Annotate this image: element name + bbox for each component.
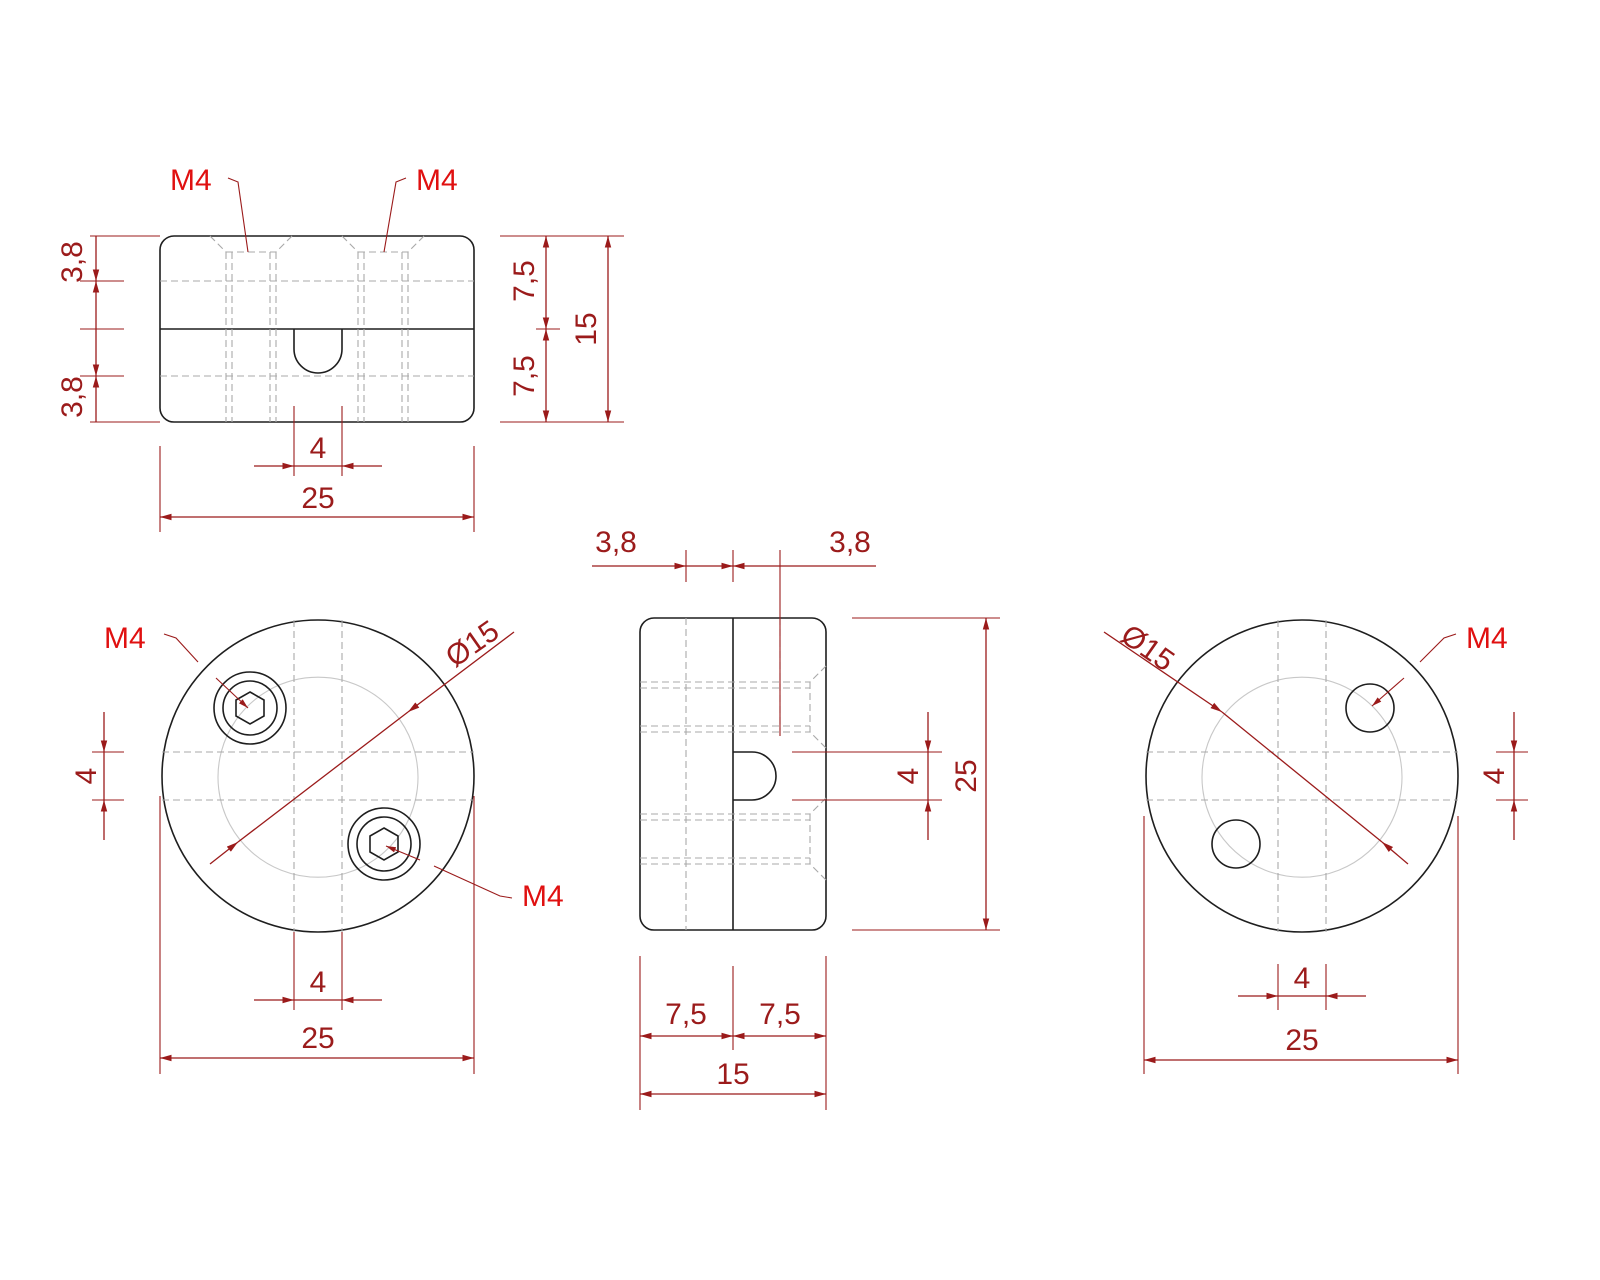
side-dim-height: 25 — [950, 759, 983, 792]
front-right-hidden-lines — [1146, 620, 1458, 932]
side-top-dims — [592, 550, 876, 736]
front-left-slot-dim — [92, 712, 124, 840]
top-bottom-dims — [159, 406, 475, 532]
front-right-dim-width: 25 — [1285, 1024, 1318, 1057]
front-left-inner-arc — [217, 719, 419, 878]
front-right-slot-dim — [1496, 712, 1528, 840]
front-left-dim-slot: 4 — [70, 768, 103, 785]
front-right-callout: M4 — [1466, 622, 1508, 655]
top-callout-left: M4 — [170, 164, 212, 197]
side-view-slot — [733, 751, 777, 801]
side-dim-width: 15 — [716, 1058, 749, 1091]
front-right-body — [1145, 619, 1459, 933]
side-dim-half-right: 7,5 — [759, 998, 801, 1031]
top-dim-upper-left: 3,8 — [56, 241, 89, 283]
top-dim-upper-right: 7,5 — [508, 260, 541, 302]
front-left-callout-top: M4 — [104, 622, 146, 655]
top-view-hidden-lines — [160, 235, 474, 422]
front-left-callout-bottom: M4 — [522, 880, 564, 913]
front-left-dim-width: 25 — [301, 1022, 334, 1055]
front-left-dim-slot-bottom: 4 — [310, 966, 327, 999]
top-dim-width: 25 — [301, 482, 334, 515]
front-right-dim-slot-bottom: 4 — [1294, 962, 1311, 995]
top-dim-lower-right: 7,5 — [508, 355, 541, 397]
side-bottom-dims — [639, 956, 827, 1110]
side-right-dims — [792, 617, 1000, 931]
front-right-dim-slot: 4 — [1478, 768, 1511, 785]
side-view: 3,8 3,8 4 25 7,5 7,5 15 — [592, 526, 1000, 1110]
side-dim-slot: 4 — [892, 768, 925, 785]
top-view-slot — [293, 329, 343, 374]
side-dim-top-left: 3,8 — [595, 526, 637, 559]
top-callout-right: M4 — [416, 164, 458, 197]
front-right-hole-top — [1345, 683, 1395, 733]
top-dim-height: 15 — [570, 312, 603, 345]
side-dim-half-left: 7,5 — [665, 998, 707, 1031]
top-view: M4 M4 3,8 3,8 7,5 7,5 15 — [56, 164, 624, 532]
top-right-dims — [500, 235, 624, 423]
top-dim-slot: 4 — [310, 432, 327, 465]
front-left-callout-top-leader — [163, 633, 199, 663]
front-left-dim-diameter: Ø15 — [440, 614, 505, 674]
front-left-body — [161, 619, 475, 933]
front-left-hidden-lines — [162, 620, 474, 932]
top-left-dims — [80, 235, 160, 423]
front-right-dim-diameter: Ø15 — [1115, 618, 1180, 678]
front-left-bottom-dims — [159, 796, 475, 1074]
front-left-callout-bottom-leader — [433, 865, 513, 899]
front-left-screw-bottom — [347, 807, 421, 881]
side-dim-top-right: 3,8 — [829, 526, 871, 559]
front-right-hole-bottom — [1211, 819, 1261, 869]
front-right-callout-leader — [1419, 633, 1457, 663]
front-right-view: M4 Ø15 4 4 25 — [1103, 618, 1528, 1074]
front-left-screw-top — [213, 671, 287, 745]
top-callout-right-leader — [383, 177, 407, 253]
side-view-hidden-lines — [640, 618, 827, 930]
top-callout-left-leader — [227, 177, 249, 253]
front-right-bottom-dims — [1143, 816, 1459, 1074]
front-left-view: M4 M4 Ø15 4 4 25 — [70, 614, 564, 1074]
top-dim-lower-left: 3,8 — [56, 376, 89, 418]
